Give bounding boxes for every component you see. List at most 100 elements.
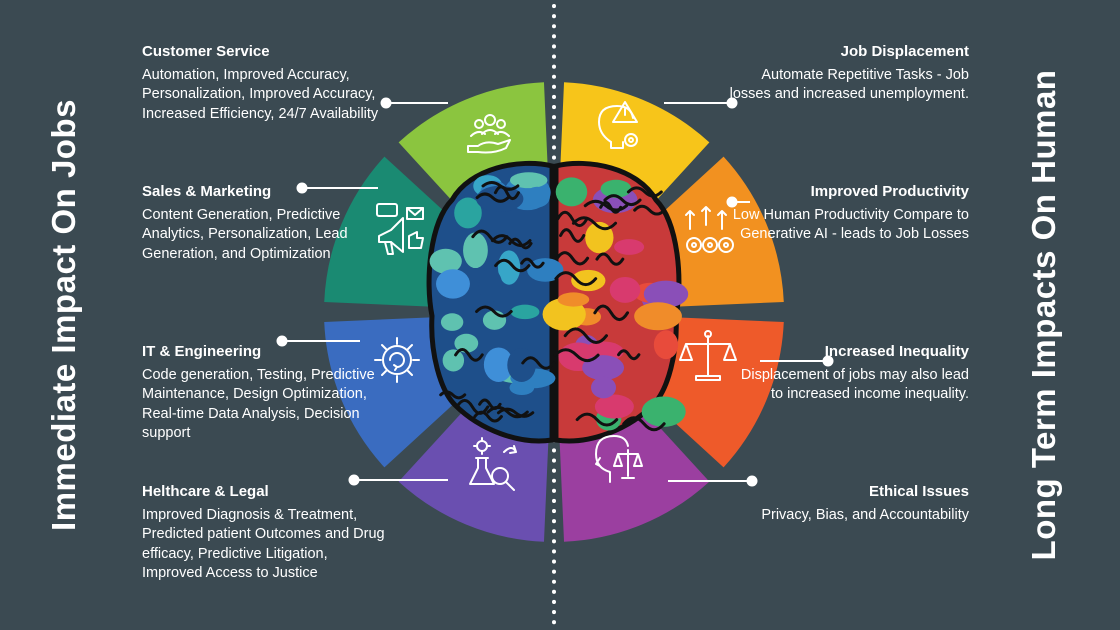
gear-cycle-icon xyxy=(374,337,420,383)
brain-region xyxy=(524,186,550,208)
brain-region xyxy=(476,185,524,212)
improved-productivity-text: Low Human Productivity Compare to Genera… xyxy=(732,207,969,243)
brain-fold xyxy=(593,304,630,322)
sales-marketing-block: Sales & Marketing Content Generation, Pr… xyxy=(142,183,382,264)
brain-fold xyxy=(496,407,535,418)
brain-region xyxy=(483,347,514,382)
brain-fold xyxy=(493,185,520,201)
brain-region xyxy=(509,380,535,396)
brain-fold xyxy=(575,412,619,427)
brain-fold xyxy=(595,252,625,266)
job-displacement-block: Job Displacement Automate Repetitive Tas… xyxy=(729,43,969,105)
ethical-issues-connector-dot xyxy=(746,475,758,487)
ethical-issues-title: Ethical Issues xyxy=(868,483,969,500)
healthcare-legal-text: Improved Diagnosis & Treatment, Predicte… xyxy=(142,507,385,581)
sales-marketing-text: Content Generation, Predictive Analytics… xyxy=(142,207,348,262)
brain-fold xyxy=(554,271,598,287)
brain-fold xyxy=(455,398,490,415)
lab-flask-icon xyxy=(469,437,517,491)
it-engineering-title: IT & Engineering xyxy=(142,343,262,360)
sales-marketing-title: Sales & Marketing xyxy=(142,183,272,200)
customer-service-title: Customer Service xyxy=(142,43,270,60)
brain-region xyxy=(527,258,564,282)
brain-region xyxy=(614,239,645,255)
ethical-issues-block: Ethical Issues Privacy, Bias, and Accoun… xyxy=(729,483,969,525)
improved-productivity-title: Improved Productivity xyxy=(810,183,969,200)
balance-scale-icon xyxy=(679,330,737,381)
job-displacement-connector-dot xyxy=(726,97,738,109)
job-displacement-title: Job Displacement xyxy=(840,43,969,60)
brain-fold xyxy=(520,257,545,269)
brain-fold xyxy=(508,237,533,250)
brain-fold xyxy=(626,186,663,198)
job-displacement-text: Automate Repetitive Tasks - Job losses a… xyxy=(729,67,969,103)
increased-inequality-title: Increased Inequality xyxy=(824,343,969,360)
brain-region xyxy=(591,376,617,399)
it-engineering-text: Code generation, Testing, Predictive Mai… xyxy=(142,367,375,441)
increased-inequality-block: Increased Inequality Displacement of job… xyxy=(729,343,969,405)
brain-fold xyxy=(633,204,666,216)
brain-fold xyxy=(521,356,556,370)
healthcare-legal-title: Helthcare & Legal xyxy=(142,483,269,500)
brain-region xyxy=(509,172,548,189)
brain-region xyxy=(594,394,634,419)
brain-graphic xyxy=(426,160,689,444)
brain-region xyxy=(557,292,590,307)
customer-service-icon xyxy=(467,114,511,154)
brain-fold xyxy=(481,180,520,191)
improved-productivity-connector-dot xyxy=(726,196,738,208)
it-engineering-block: IT & Engineering Code generation, Testin… xyxy=(142,343,382,443)
brain-region xyxy=(643,280,689,308)
brain-region xyxy=(440,313,464,331)
brain-region xyxy=(510,304,540,320)
brain-region xyxy=(454,197,482,229)
brain-region xyxy=(641,396,686,427)
ethical-issues-text: Privacy, Bias, and Accountability xyxy=(761,507,969,523)
it-engineering-connector-dot xyxy=(276,335,288,347)
healthcare-legal-connector-dot xyxy=(348,474,360,486)
brain-region xyxy=(634,302,682,331)
brain-fold xyxy=(475,305,513,318)
increased-inequality-text: Displacement of jobs may also lead to in… xyxy=(740,367,969,403)
brain-region xyxy=(600,179,632,198)
ethics-head-icon xyxy=(595,435,643,483)
brain-region xyxy=(555,177,588,207)
customer-service-block: Customer Service Automation, Improved Ac… xyxy=(142,43,382,124)
brain-fold xyxy=(559,228,586,243)
customer-service-connector-dot xyxy=(380,97,392,109)
brain-region xyxy=(507,347,536,382)
brain-fold xyxy=(475,192,510,203)
improved-productivity-block: Improved Productivity Low Human Producti… xyxy=(729,183,969,245)
brain-region xyxy=(571,269,606,292)
brain-fold xyxy=(478,398,502,410)
brain-fold xyxy=(599,200,623,214)
brain-fold xyxy=(617,349,641,361)
warning-bulb-icon xyxy=(598,101,638,149)
brain-fold xyxy=(571,216,618,231)
brain-fold xyxy=(471,229,509,244)
brain-fold xyxy=(556,210,589,228)
brain-region xyxy=(653,330,679,360)
brain-fold xyxy=(555,251,590,266)
brain-fold xyxy=(494,258,531,273)
productivity-gears-icon xyxy=(685,206,734,253)
customer-service-text: Automation, Improved Accuracy, Personali… xyxy=(142,67,379,122)
brain-region xyxy=(429,248,462,274)
brain-region xyxy=(609,276,641,303)
brain-fold xyxy=(603,194,642,207)
brain-region xyxy=(478,268,503,303)
brain-fold xyxy=(553,348,600,363)
brain-region xyxy=(436,269,470,299)
increased-inequality-connector-dot xyxy=(822,355,834,367)
brain-fold xyxy=(454,348,484,362)
brain-region xyxy=(442,349,465,372)
brain-region xyxy=(454,333,479,353)
brain-fold xyxy=(622,416,666,432)
brain-fold xyxy=(439,390,467,400)
megaphone-icon xyxy=(376,203,424,255)
brain-region xyxy=(582,355,625,381)
brain-fold xyxy=(563,327,608,344)
brain-region xyxy=(463,232,488,269)
sales-marketing-connector-dot xyxy=(296,182,308,194)
